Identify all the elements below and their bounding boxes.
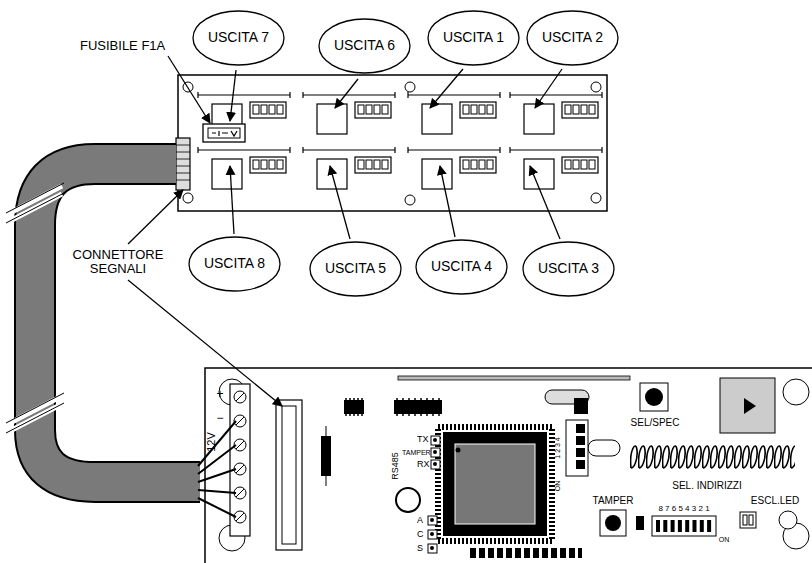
pin-name: TX xyxy=(417,435,429,445)
callout-text: USCITA 7 xyxy=(208,30,270,45)
polarity-mark: − xyxy=(216,412,223,425)
button-label: TAMPER xyxy=(593,495,634,506)
callout-text: USCITA 1 xyxy=(443,30,505,45)
callout-bubble: USCITA 8 xyxy=(188,236,281,292)
pin-name: S xyxy=(417,544,423,554)
callout-text: USCITA 8 xyxy=(204,256,266,271)
callout-bubble: USCITA 2 xyxy=(526,10,619,66)
pin-name: RX xyxy=(417,460,430,470)
callout-bubble: USCITA 3 xyxy=(522,241,615,297)
polarity-mark: + xyxy=(216,388,223,401)
callout-bubble: USCITA 4 xyxy=(415,239,508,295)
pin-name: A xyxy=(417,516,423,526)
pin-name: C xyxy=(417,530,424,540)
callout-text: USCITA 5 xyxy=(325,261,387,276)
callout-text: USCITA 6 xyxy=(334,38,396,53)
switch-label: ON xyxy=(719,536,730,544)
voltage-label: 12V xyxy=(205,432,217,452)
callout-bubble: USCITA 1 xyxy=(427,10,520,66)
pin-name: TAMPER xyxy=(402,449,431,457)
callout-text: USCITA 4 xyxy=(431,259,493,274)
callout-bubble: USCITA 6 xyxy=(318,18,411,74)
part-label: CONNETTORE SEGNALI xyxy=(63,248,173,277)
bus-label: RS485 xyxy=(391,452,401,480)
switch-numbers: 1 2 3 4 xyxy=(554,437,562,458)
callout-bubble: USCITA 7 xyxy=(192,10,285,66)
button-label: SEL/SPEC xyxy=(631,417,680,428)
switch-label: SEL. INDIRIZZI xyxy=(672,480,741,491)
callout-bubble: USCITA 5 xyxy=(309,241,402,297)
part-label: FUSIBILE F1A xyxy=(80,39,165,53)
switch-label: ON xyxy=(554,481,562,492)
callout-text: USCITA 3 xyxy=(538,261,600,276)
jumper-label: ESCL.LED xyxy=(751,495,799,506)
switch-numbers: 8 7 6 5 4 3 2 1 xyxy=(658,505,709,514)
callout-text: USCITA 2 xyxy=(542,30,604,45)
